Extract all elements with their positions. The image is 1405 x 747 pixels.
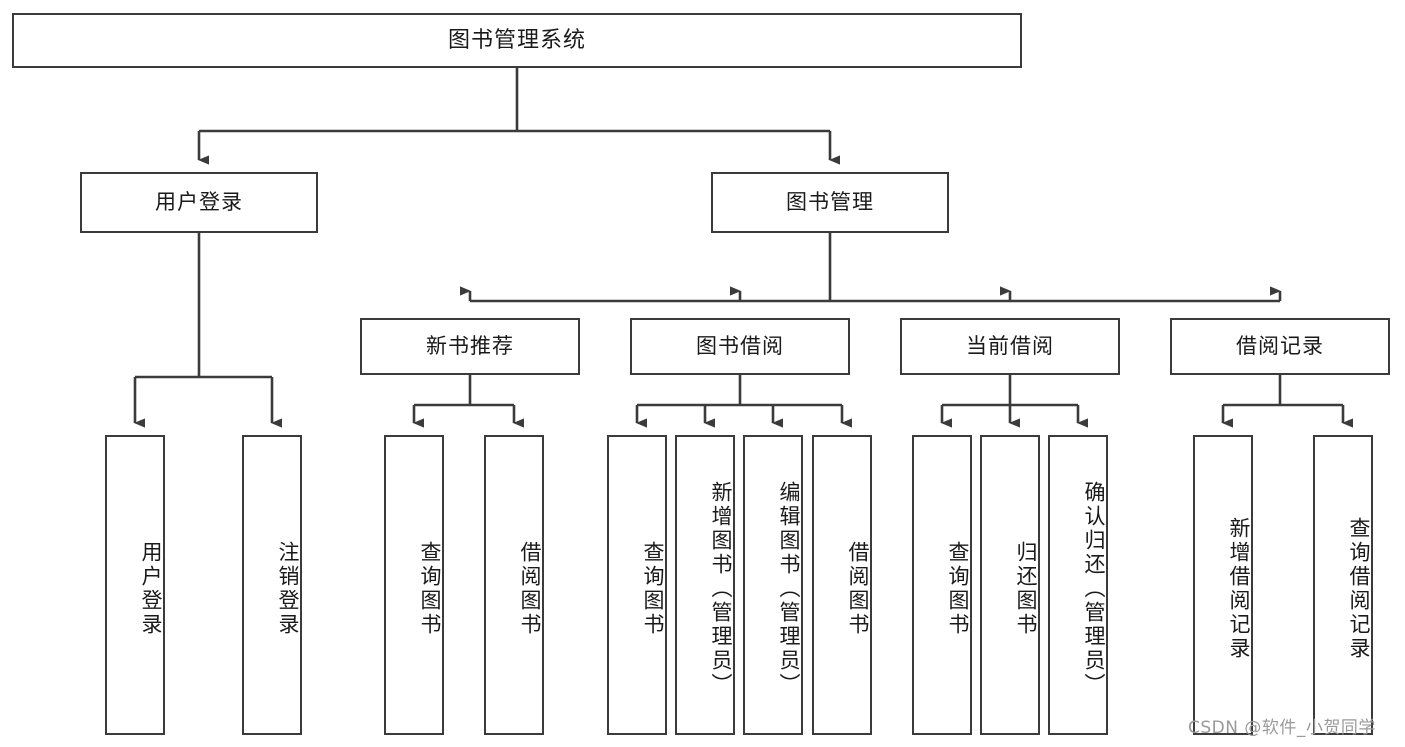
node-label: 查询借阅记录 — [1347, 517, 1371, 661]
leaf-borrow-edit-book-admin[interactable]: 编辑图书（管理员） — [743, 435, 803, 735]
node-label: 编辑图书（管理员） — [777, 481, 801, 697]
leaf-borrow-query-book[interactable]: 查询图书 — [607, 435, 667, 735]
node-label: 查询图书 — [946, 541, 970, 637]
node-borrow-record[interactable]: 借阅记录 — [1170, 318, 1390, 375]
leaf-recommend-borrow-book[interactable]: 借阅图书 — [484, 435, 544, 735]
leaf-recommend-query-book[interactable]: 查询图书 — [384, 435, 444, 735]
leaf-borrow-borrow-book[interactable]: 借阅图书 — [812, 435, 872, 735]
node-label: 借阅图书 — [846, 541, 870, 637]
node-user-login[interactable]: 用户登录 — [80, 172, 318, 233]
leaf-user-login-login[interactable]: 用户登录 — [105, 435, 165, 735]
node-label: 当前借阅 — [966, 334, 1054, 359]
csdn-watermark: CSDN @软件_小贺同学 — [1188, 718, 1376, 738]
leaf-user-login-logout[interactable]: 注销登录 — [242, 435, 302, 735]
node-label: 查询图书 — [418, 541, 442, 637]
node-root-system[interactable]: 图书管理系统 — [12, 13, 1022, 68]
node-book-borrow[interactable]: 图书借阅 — [630, 318, 850, 375]
leaf-current-return-book[interactable]: 归还图书 — [980, 435, 1040, 735]
node-label: 确认归还（管理员） — [1082, 481, 1106, 697]
leaf-record-query-record[interactable]: 查询借阅记录 — [1313, 435, 1373, 735]
leaf-current-confirm-return-admin[interactable]: 确认归还（管理员） — [1048, 435, 1108, 735]
node-label: 新增借阅记录 — [1227, 517, 1251, 661]
node-label: 用户登录 — [155, 190, 243, 215]
node-label: 借阅图书 — [518, 541, 542, 637]
node-label: 查询图书 — [641, 541, 665, 637]
node-label: 借阅记录 — [1236, 334, 1324, 359]
node-label: 图书管理 — [786, 190, 874, 215]
node-current-borrow[interactable]: 当前借阅 — [900, 318, 1120, 375]
node-label: 图书管理系统 — [447, 27, 586, 53]
node-label: 用户登录 — [139, 541, 163, 637]
leaf-borrow-add-book-admin[interactable]: 新增图书（管理员） — [675, 435, 735, 735]
node-label: 归还图书 — [1014, 541, 1038, 637]
node-label: 注销登录 — [276, 541, 300, 637]
node-book-management[interactable]: 图书管理 — [711, 172, 949, 233]
node-label: 新增图书（管理员） — [709, 481, 733, 697]
leaf-current-query-book[interactable]: 查询图书 — [912, 435, 972, 735]
node-new-book-recommend[interactable]: 新书推荐 — [360, 318, 580, 375]
node-label: 图书借阅 — [696, 334, 784, 359]
leaf-record-add-record[interactable]: 新增借阅记录 — [1193, 435, 1253, 735]
node-label: 新书推荐 — [426, 334, 514, 359]
